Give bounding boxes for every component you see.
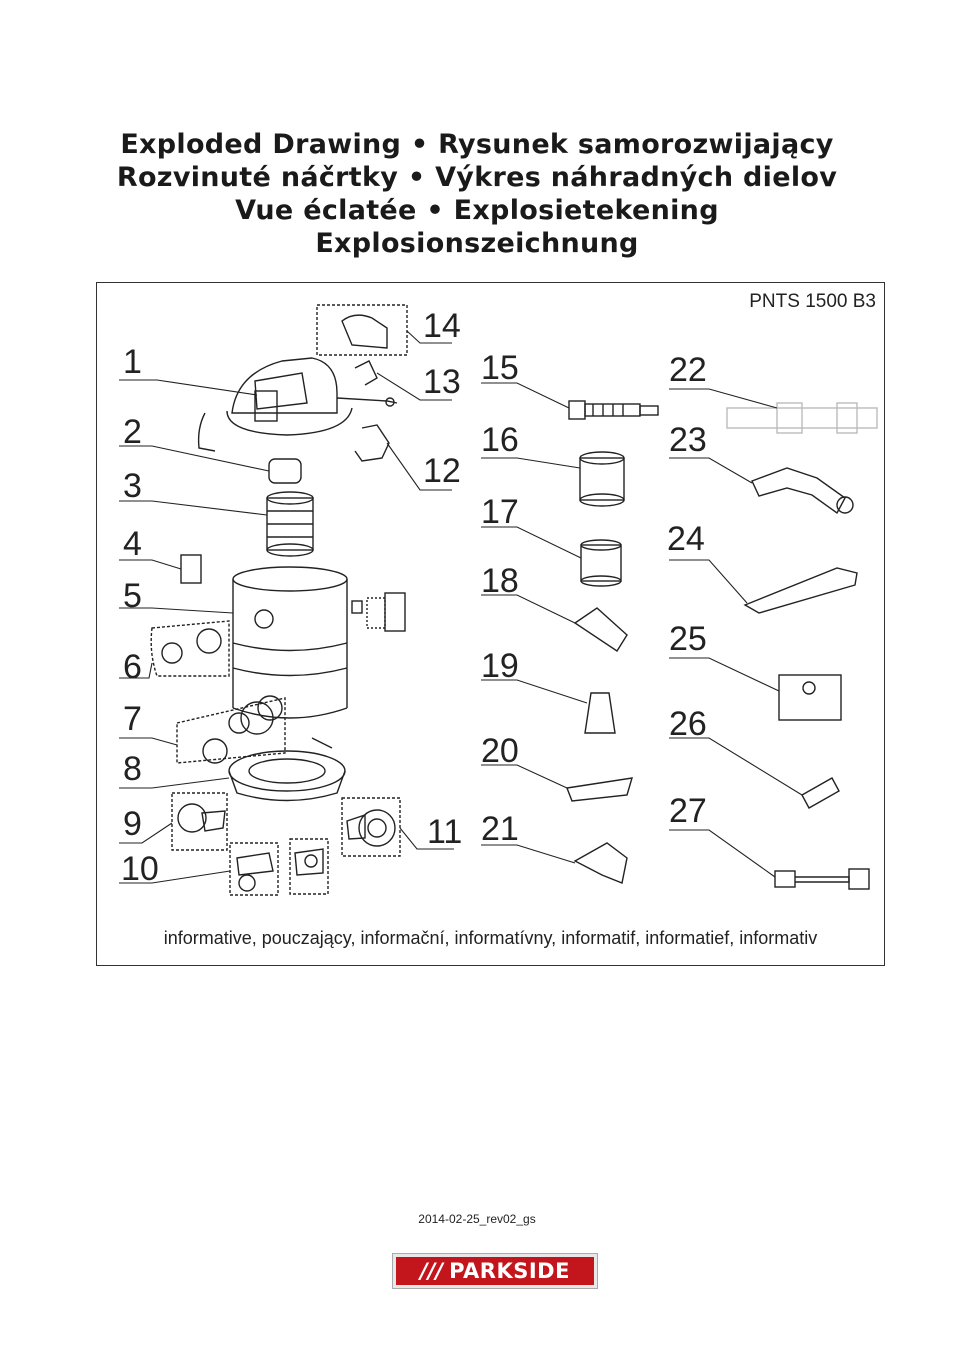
part-label-8: 8 <box>123 750 142 788</box>
part-label-27: 27 <box>669 792 707 830</box>
info-text: informative, pouczający, informační, inf… <box>163 928 818 948</box>
part-6-outlet-cover <box>150 620 230 677</box>
part-label-18: 18 <box>481 562 519 600</box>
logo-brand: PARKSIDE <box>449 1259 570 1283</box>
part-label-15: 15 <box>481 349 519 387</box>
part-label-11: 11 <box>427 813 462 851</box>
part-5-side-latch <box>351 592 406 632</box>
part-16-cartridge-filter <box>579 451 625 507</box>
part-label-3: 3 <box>123 467 142 505</box>
part-label-16: 16 <box>481 421 519 459</box>
part-1-handle <box>197 412 216 452</box>
part-label-10: 10 <box>121 850 159 888</box>
model-number: PNTS 1500 B3 <box>749 291 876 312</box>
part-1-motor-head <box>226 357 398 436</box>
part-26-adapter-cone <box>801 777 840 809</box>
part-10-castors <box>229 838 329 896</box>
part-label-2: 2 <box>123 413 142 451</box>
part-label-22: 22 <box>669 351 707 389</box>
logo-badge: /// PARKSIDE <box>396 1257 594 1285</box>
part-label-5: 5 <box>123 577 142 615</box>
part-4-latch <box>180 554 202 584</box>
part-label-1: 1 <box>123 343 142 381</box>
part-22-extension-tubes <box>726 402 878 434</box>
part-label-4: 4 <box>123 525 142 563</box>
revision-label: 2014-02-25_rev02_gs <box>418 1212 536 1226</box>
exploded-drawing: 1 2 3 4 5 6 7 8 9 10 11 12 13 14 15 16 1… <box>119 304 878 896</box>
page-title: Exploded Drawing • Rysunek samorozwijają… <box>0 128 954 260</box>
part-11-rear-wheel <box>341 797 401 857</box>
part-3-filter-basket <box>266 491 314 557</box>
title-line-1: Exploded Drawing • Rysunek samorozwijają… <box>120 129 834 160</box>
title-line-4: Explosionszeichnung <box>315 228 639 259</box>
part-15-flex-hose <box>568 400 659 420</box>
parkside-logo: /// PARKSIDE <box>392 1253 598 1289</box>
part-7-fittings <box>176 695 286 764</box>
part-13-cable-clip <box>354 360 378 386</box>
part-27-hose <box>774 868 870 890</box>
part-12-handle-clip <box>354 424 390 462</box>
part-label-21: 21 <box>481 810 519 848</box>
part-17-foam-filter <box>580 539 622 587</box>
part-label-9: 9 <box>123 805 142 843</box>
part-label-24: 24 <box>667 520 705 558</box>
part-24-floor-nozzle <box>743 567 858 614</box>
leader-lines-left <box>119 330 454 884</box>
part-label-6: 6 <box>123 648 142 686</box>
part-5-tank <box>232 566 348 719</box>
part-label-12: 12 <box>423 452 461 490</box>
title-line-2: Rozvinuté náčrtky • Výkres náhradných di… <box>116 162 838 193</box>
part-label-23: 23 <box>669 421 707 459</box>
exploded-drawing-frame: PNTS 1500 B3 <box>96 282 885 966</box>
part-2-filter-cap <box>268 458 302 484</box>
part-19-adapter <box>584 692 616 734</box>
part-9-wheel <box>171 792 228 851</box>
part-label-17: 17 <box>481 493 519 531</box>
part-label-20: 20 <box>481 732 519 770</box>
part-label-19: 19 <box>481 647 519 685</box>
part-label-25: 25 <box>669 620 707 658</box>
part-label-7: 7 <box>123 700 142 738</box>
part-8-base-ring <box>228 737 346 802</box>
part-label-13: 13 <box>423 363 461 401</box>
part-14-switch-cover <box>316 304 408 356</box>
part-numbers: 1 2 3 4 5 6 7 8 9 10 11 12 13 14 15 16 1… <box>121 307 707 888</box>
leader-lines-right <box>481 382 803 878</box>
part-label-26: 26 <box>669 705 707 743</box>
part-label-14: 14 <box>423 307 461 345</box>
part-20-crevice-nozzle <box>566 777 633 802</box>
title-line-3: Vue éclatée • Explosietekening <box>235 195 719 226</box>
part-18-brush-nozzle <box>573 607 628 652</box>
part-25-dust-bag <box>778 674 842 721</box>
logo-slashes: /// <box>420 1259 444 1283</box>
part-23-handle <box>751 467 854 515</box>
part-21-upholstery-nozzle <box>573 842 628 884</box>
